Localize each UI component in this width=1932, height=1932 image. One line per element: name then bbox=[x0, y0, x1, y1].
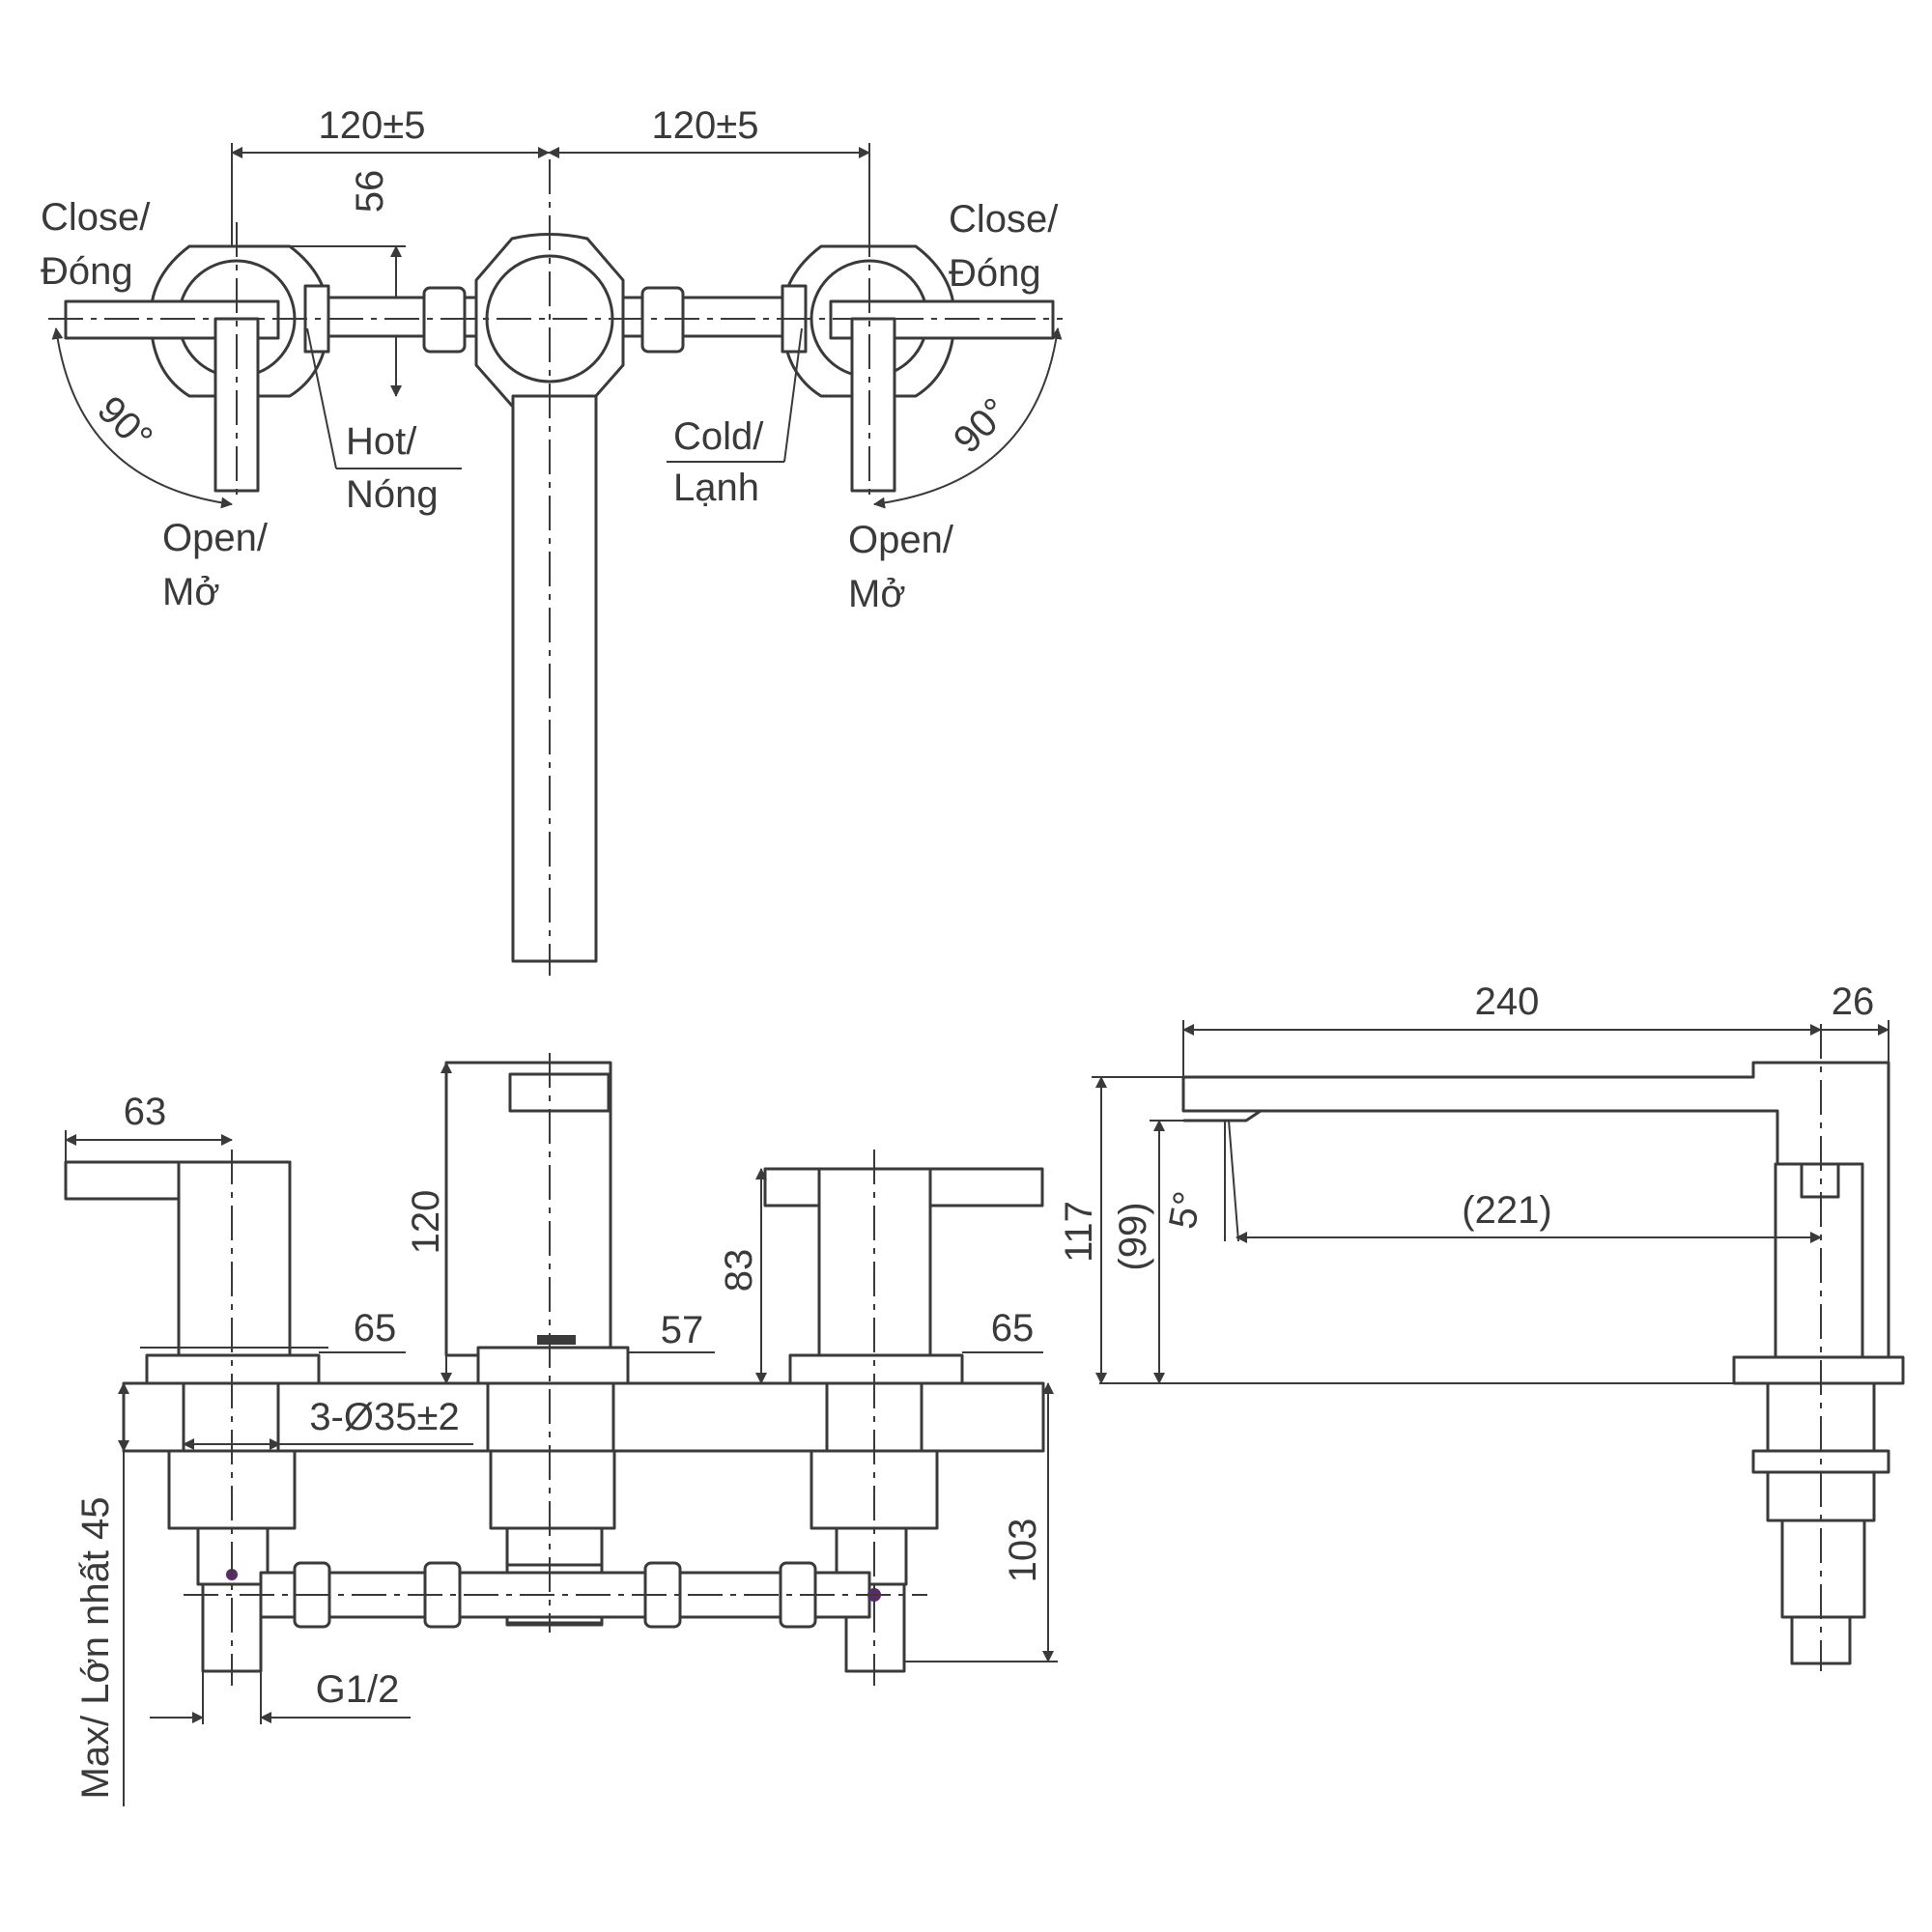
dim-body: 26 bbox=[1832, 980, 1875, 1023]
dim-thread: G1/2 bbox=[316, 1668, 400, 1711]
label-cold-vi: Lạnh bbox=[673, 467, 759, 509]
dim-spout-height: 120 bbox=[405, 1190, 447, 1255]
dim-max-thickness: Max/ Lớn nhất 45 bbox=[74, 1496, 117, 1799]
front-center-nut bbox=[489, 1449, 616, 1530]
label-cold: Cold/ bbox=[673, 415, 764, 458]
front-left-body bbox=[177, 1160, 292, 1357]
dim-base-center: 57 bbox=[661, 1309, 704, 1351]
top-view: 120±5 120±5 56 9 bbox=[41, 104, 1063, 976]
right-handle-open bbox=[850, 317, 896, 493]
cold-leader bbox=[783, 327, 803, 463]
dim-below-deck: 103 bbox=[1002, 1519, 1044, 1583]
dim-handle-height: 83 bbox=[718, 1249, 760, 1293]
side-view: 240 26 117 (99) 5° (221) bbox=[1058, 980, 1905, 1671]
dim-angle: 5° bbox=[1161, 1188, 1209, 1232]
front-view: 63 120 83 65 57 65 3-Ø35±2 103 Max/ Lớn … bbox=[64, 1053, 1058, 1806]
label-open-left-vi: Mở bbox=[162, 571, 220, 613]
side-spout-outlet bbox=[1183, 1109, 1263, 1122]
right-rotation-arc bbox=[873, 327, 1063, 509]
front-right-base bbox=[788, 1353, 964, 1385]
dim-handle-length: 63 bbox=[124, 1091, 167, 1133]
left-rotation-angle: 90° bbox=[89, 388, 160, 460]
front-left-base bbox=[145, 1353, 321, 1385]
side-stem bbox=[1780, 1519, 1866, 1619]
dim-handle-offset: 56 bbox=[349, 170, 391, 213]
label-close-left: Close/ bbox=[41, 196, 151, 239]
dim-right-spacing: 120±5 bbox=[652, 104, 759, 147]
dim-outlet: (221) bbox=[1462, 1189, 1551, 1232]
dim-outlet-height: (99) bbox=[1112, 1202, 1154, 1270]
label-close-left-vi: Đóng bbox=[41, 250, 133, 293]
front-center-base bbox=[476, 1346, 630, 1385]
dim-spout-reach: 240 bbox=[1475, 980, 1540, 1023]
dim-total-height: 117 bbox=[1058, 1201, 1100, 1263]
dim-left-spacing: 120±5 bbox=[319, 104, 426, 147]
right-rotation-angle: 90° bbox=[946, 390, 1017, 462]
dim-base-right: 65 bbox=[991, 1307, 1035, 1350]
label-close-right: Close/ bbox=[949, 198, 1059, 241]
hot-leader bbox=[306, 327, 337, 469]
side-base bbox=[1732, 1355, 1905, 1385]
label-hot: Hot/ bbox=[346, 420, 417, 463]
label-close-right-vi: Đóng bbox=[949, 252, 1041, 295]
front-spout-aerator bbox=[508, 1072, 611, 1113]
front-center-mark bbox=[537, 1335, 576, 1345]
dim-base-left: 65 bbox=[354, 1307, 397, 1350]
label-open-right: Open/ bbox=[848, 519, 954, 561]
label-open-left: Open/ bbox=[162, 517, 269, 559]
spout bbox=[511, 394, 598, 963]
dim-holes: 3-Ø35±2 bbox=[309, 1396, 459, 1438]
left-rotation-arc bbox=[51, 327, 233, 509]
angle-ray bbox=[1228, 1120, 1239, 1242]
label-open-right-vi: Mở bbox=[848, 573, 906, 615]
label-hot-vi: Nóng bbox=[346, 473, 439, 516]
